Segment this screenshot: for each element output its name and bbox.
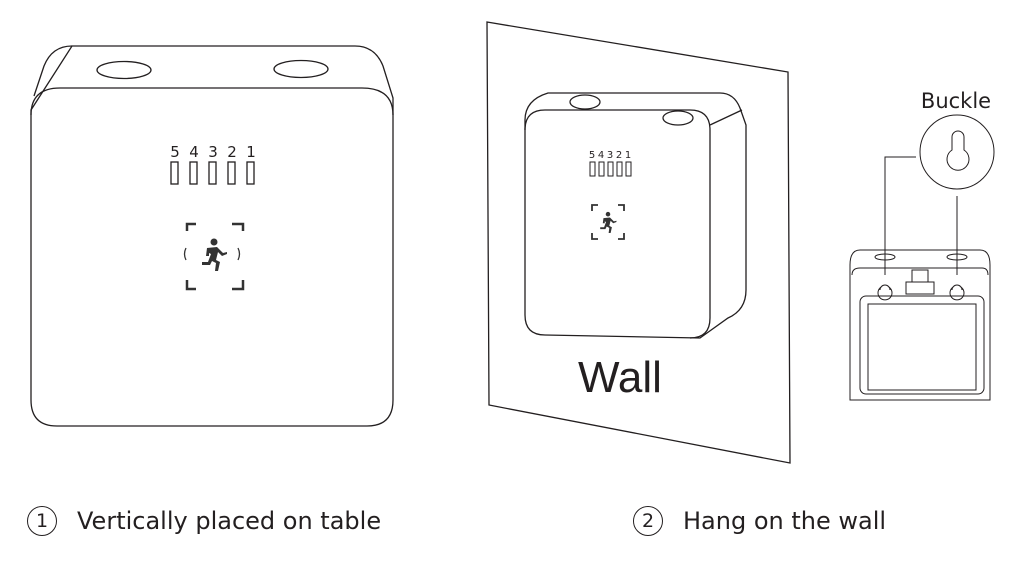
led-label: 1	[625, 150, 631, 161]
motion-sensor-icon	[183, 222, 245, 291]
motion-sensor-icon	[591, 204, 625, 240]
step-number: 2	[633, 506, 663, 536]
led-label: 2	[616, 150, 622, 161]
caption-text: Hang on the wall	[683, 507, 887, 535]
wall	[486, 21, 791, 464]
step-number: 1	[27, 506, 57, 536]
device-front-view	[30, 45, 394, 427]
led-label: 1	[246, 143, 256, 161]
led-label: 5	[589, 150, 595, 161]
buckle-label: Buckle	[921, 89, 991, 113]
led-label: 3	[607, 150, 613, 161]
top-hole	[96, 60, 152, 80]
device-back-view	[849, 114, 995, 401]
led-label: 4	[598, 150, 604, 161]
led-indicators	[170, 161, 255, 185]
led-label: 2	[227, 143, 237, 161]
buckle-detail-circle	[919, 114, 995, 190]
led-label: 3	[208, 143, 218, 161]
device-wall-view	[524, 92, 747, 339]
keyhole-icon	[946, 130, 970, 171]
top-hole	[273, 59, 329, 79]
caption-wall: 2 Hang on the wall	[633, 506, 886, 536]
wall-label: Wall	[578, 353, 662, 402]
caption-text: Vertically placed on table	[77, 507, 382, 535]
led-label: 5	[170, 143, 180, 161]
led-label: 4	[189, 143, 199, 161]
caption-table: 1 Vertically placed on table	[27, 506, 381, 536]
